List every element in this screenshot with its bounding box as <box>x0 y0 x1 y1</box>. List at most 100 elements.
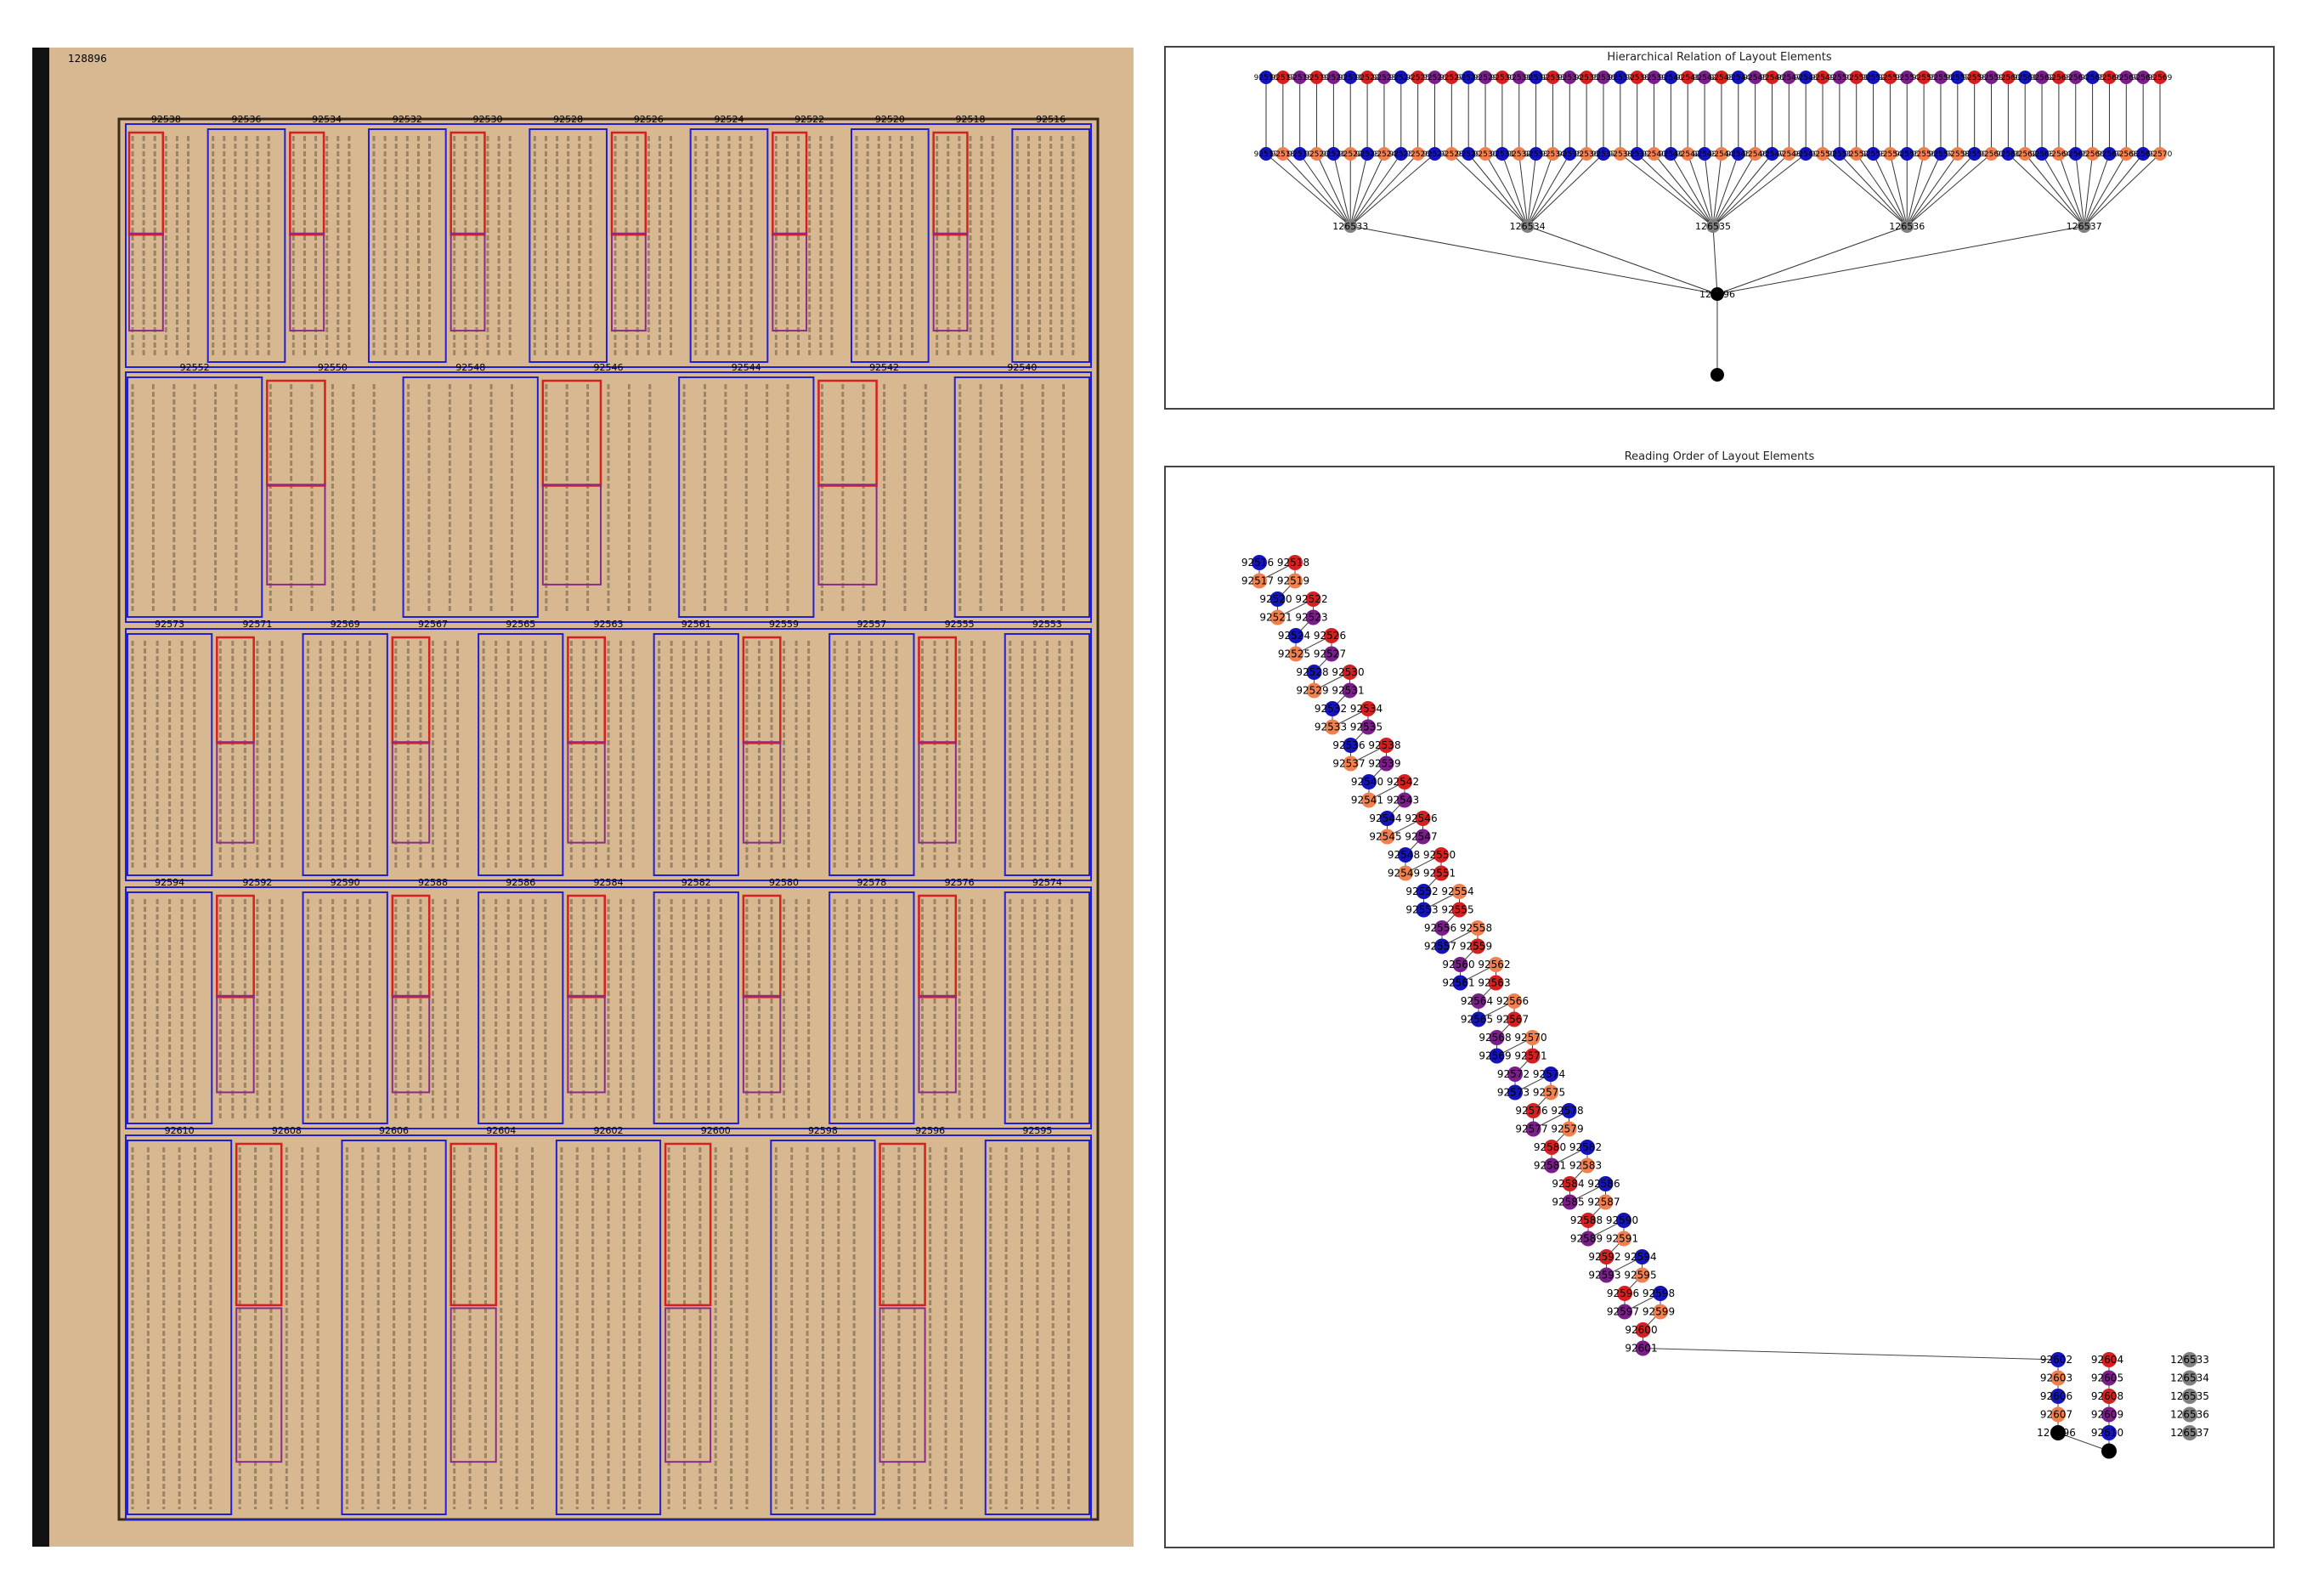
column-box <box>1004 891 1091 1124</box>
leaf-node <box>2068 71 2083 84</box>
group-label: 126534 <box>1510 221 1546 232</box>
mid-label: 92565 <box>2063 150 2088 159</box>
tree-edge <box>1299 153 1351 227</box>
tree-edge <box>1670 153 1714 227</box>
layout-column-92565: 92565 <box>478 619 564 876</box>
layout-id-label: 92600 <box>701 1125 731 1136</box>
mid-label: 92561 <box>1996 150 2021 159</box>
mid-label: 92536 <box>1575 150 1599 159</box>
mid-node <box>2035 147 2050 161</box>
leaf-label: 92531 <box>1507 74 1531 82</box>
caption-box <box>391 994 431 1094</box>
layout-id-label: 92582 <box>681 877 711 888</box>
layout-id-label: 92596 <box>915 1125 945 1136</box>
leaf-node <box>1832 71 1846 84</box>
layout-id-label: 92573 <box>155 619 184 630</box>
leaf-label: 92537 <box>1609 74 1633 82</box>
tree-edge <box>1316 153 1351 227</box>
leaf-node <box>1799 71 1813 84</box>
layout-column-92516: 92516 <box>1011 114 1091 363</box>
mid-label: 92562 <box>2013 150 2038 159</box>
leaf-label: 92544 <box>1726 74 1750 82</box>
order-node <box>1415 829 1431 845</box>
leaf-label: 92517 <box>1271 74 1296 82</box>
tree-edge <box>1906 153 1925 227</box>
mid-node <box>1984 147 1999 161</box>
order-label: 92553 <box>1405 904 1438 916</box>
layout-id-label: 92586 <box>506 877 535 888</box>
order-node <box>1324 646 1339 662</box>
order-label: 92592 <box>1588 1251 1620 1263</box>
layout-id-label: 92571 <box>242 619 272 630</box>
layout-column-92526: 92526 <box>610 114 673 357</box>
mid-label: 92528 <box>1439 150 1464 159</box>
order-node <box>1305 591 1321 607</box>
mid-node <box>2018 147 2033 161</box>
mid-node <box>1748 147 1762 161</box>
leaf-label: 92521 <box>1338 74 1363 82</box>
mid-node <box>1714 147 1728 161</box>
layout-column-92542: 92542 <box>817 362 927 612</box>
caption-box <box>567 994 606 1094</box>
layout-id-label: 92536 <box>232 114 262 125</box>
order-label: 92573 <box>1497 1087 1530 1099</box>
leaf-node <box>1259 71 1273 84</box>
tree-edge <box>1450 153 1529 227</box>
layout-id-label: 92598 <box>808 1125 838 1136</box>
leaf-label: 92525 <box>1405 74 1430 82</box>
layout-column-92571: 92571 <box>216 619 284 870</box>
order-label: 92543 <box>1387 795 1419 806</box>
order-label: 92588 <box>1570 1214 1603 1226</box>
reading-order-title: Reading Order of Layout Elements <box>1624 450 1815 463</box>
layout-id-label: 92561 <box>681 619 711 630</box>
mid-node <box>2119 147 2134 161</box>
order-label: 92564 <box>1461 995 1493 1007</box>
tree-nodes: 9251692517925189251992520925219252292523… <box>1254 71 2173 382</box>
order-node <box>1398 865 1413 881</box>
tree-edge <box>2084 153 2161 227</box>
leaf-label: 92562 <box>2030 74 2055 82</box>
name-box <box>541 379 602 487</box>
order-label: 92562 <box>1478 959 1510 970</box>
leaf-node <box>1462 71 1476 84</box>
order-edges <box>1258 562 2110 1451</box>
leaf-label: 92563 <box>2047 74 2072 82</box>
order-node <box>1507 993 1522 1009</box>
order-node <box>1416 884 1432 899</box>
order-node <box>1634 1267 1650 1283</box>
order-node <box>1525 1103 1541 1118</box>
layout-column-92553: 92553 <box>1004 619 1091 876</box>
order-node <box>1325 701 1340 716</box>
leaf-label: 92524 <box>1388 74 1413 82</box>
layout-column-92524: 92524 <box>689 114 769 363</box>
layout-id-label: 92532 <box>393 114 422 125</box>
order-group-label: 126536 <box>2170 1409 2209 1421</box>
order-node <box>1452 975 1468 991</box>
leaf-node <box>1428 71 1442 84</box>
mid-node <box>1731 147 1745 161</box>
order-label: 92574 <box>1533 1068 1565 1080</box>
leaf-label: 92554 <box>1895 74 1920 82</box>
order-label: 92561 <box>1442 977 1474 989</box>
caption-box <box>742 741 782 844</box>
layout-id-label: 92538 <box>151 114 181 125</box>
column-box <box>402 376 539 618</box>
leaf-node <box>1343 71 1358 84</box>
name-box <box>289 131 325 236</box>
layout-column-92590: 92590 <box>302 877 388 1124</box>
order-label: 92539 <box>1368 758 1400 770</box>
name-box <box>918 636 958 744</box>
hierarchy-title: Hierarchical Relation of Layout Elements <box>1607 51 1832 64</box>
order-label: 92525 <box>1278 648 1310 660</box>
order-node <box>2050 1352 2066 1367</box>
order-node <box>1543 1084 1558 1101</box>
order-label: 92570 <box>1514 1032 1547 1044</box>
name-box <box>567 636 606 744</box>
order-node <box>1306 665 1322 680</box>
layout-column-92580: 92580 <box>742 877 811 1118</box>
order-label: 92587 <box>1587 1197 1620 1208</box>
order-group-label: 126535 <box>2170 1390 2209 1402</box>
layout-column-92528: 92528 <box>529 114 608 363</box>
order-label: 92526 <box>1314 630 1346 642</box>
order-node <box>1452 957 1468 972</box>
